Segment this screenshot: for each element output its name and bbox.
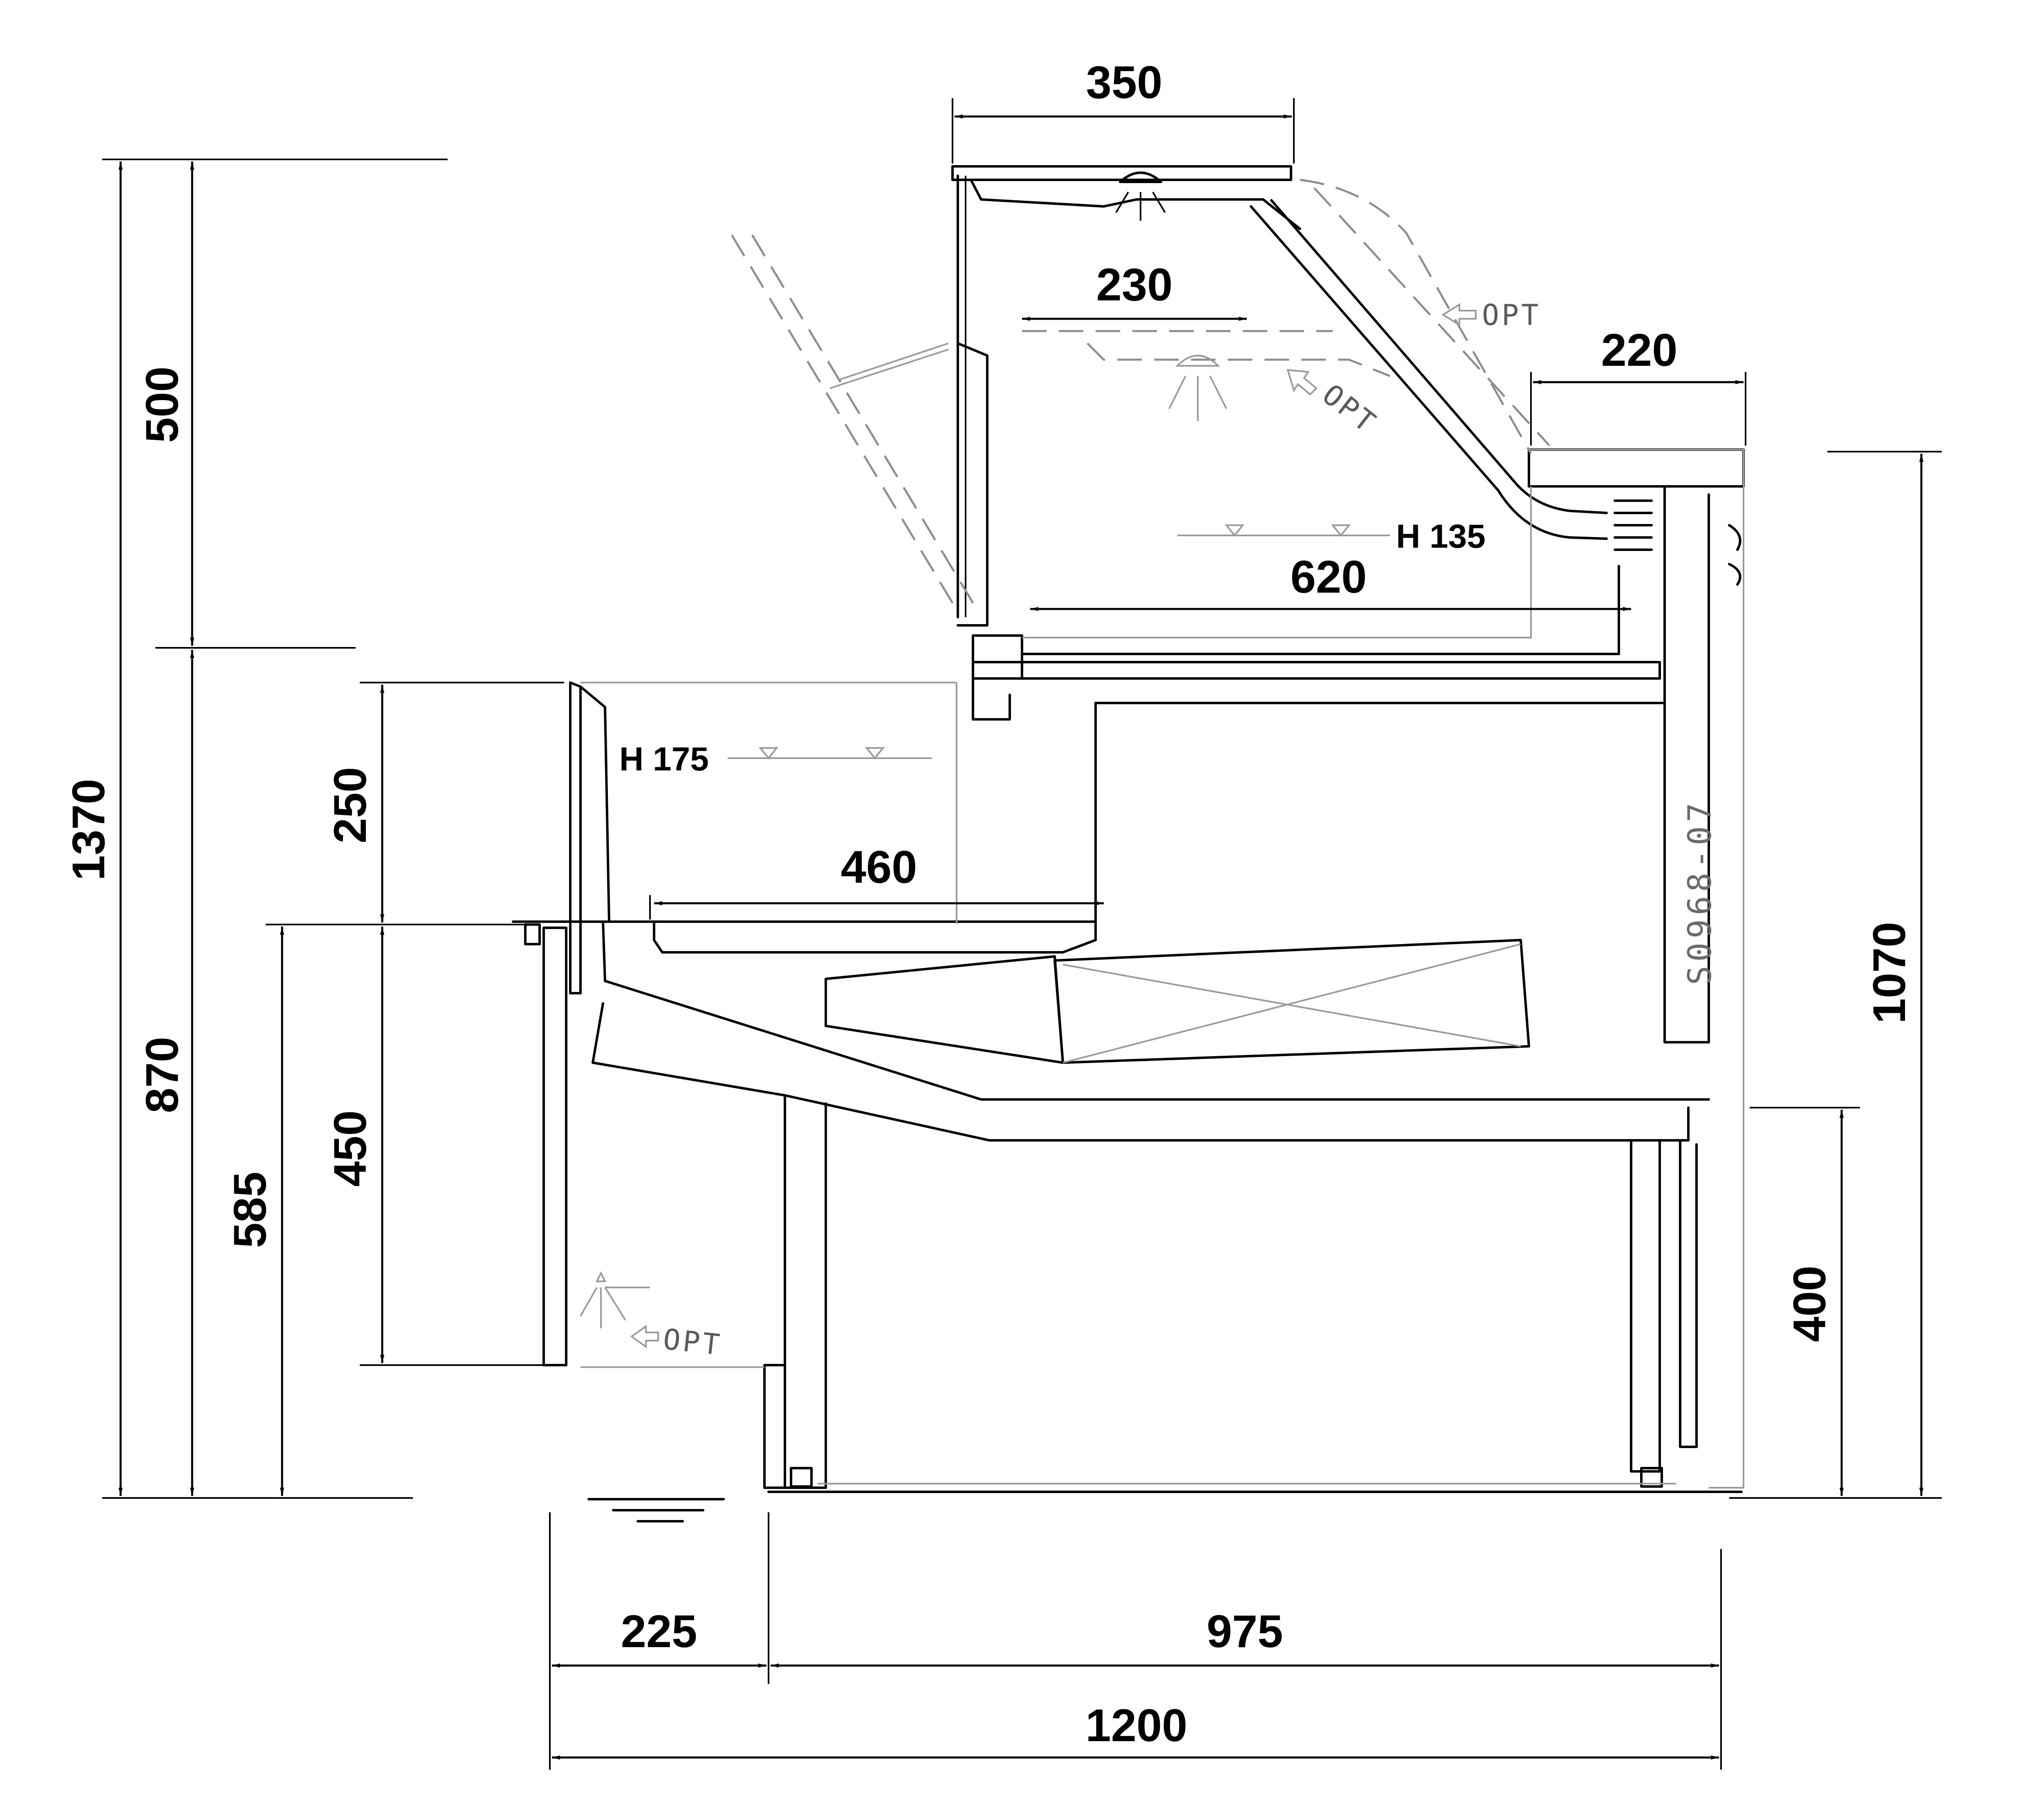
cabinet-outline <box>512 165 1745 1522</box>
option-labels: OPT OPT OPT <box>661 298 1541 1362</box>
dim-upper-deck-width: 620 <box>1291 551 1367 602</box>
shelf-light-option-label: OPT <box>1316 378 1383 441</box>
dim-total-height: 1370 <box>63 779 114 880</box>
dim-lower-deck-width: 460 <box>841 842 917 893</box>
dim-front-overhang: 225 <box>621 1606 697 1657</box>
shelf-lamp-icon <box>1168 355 1227 421</box>
level-markers <box>728 524 1390 760</box>
dim-front-pan-height: 250 <box>325 767 376 844</box>
dim-front-panel-height: 450 <box>325 1110 376 1187</box>
upper-load-line-label: H 135 <box>1396 518 1486 555</box>
drawing-code: S0968-07 <box>1682 799 1719 985</box>
dim-front-ledge-height: 585 <box>224 1172 276 1248</box>
dim-total-depth: 1200 <box>1085 1700 1187 1751</box>
dim-upper-height: 500 <box>137 367 188 443</box>
dim-rear-top-width: 220 <box>1601 325 1678 376</box>
floor-lamp-icon <box>580 1271 626 1328</box>
dim-canopy-shelf-width: 230 <box>1096 259 1173 310</box>
auxiliary-lines <box>580 179 1744 1489</box>
dim-top-width: 350 <box>1086 57 1163 108</box>
dim-rear-height: 1070 <box>1864 922 1915 1023</box>
dim-base-clearance: 400 <box>1784 1266 1835 1342</box>
dimension-lines <box>102 98 1942 1770</box>
dimension-labels: 350 230 220 620 460 225 975 1200 500 137… <box>63 57 1915 1751</box>
floor-light-option-label: OPT <box>661 1322 724 1362</box>
level-labels: H 135 H 175 <box>619 518 1486 778</box>
canopy-light-option-label: OPT <box>1482 298 1541 332</box>
canopy-lamp-icon <box>1115 171 1166 221</box>
dim-base-depth: 975 <box>1207 1606 1283 1657</box>
lower-load-line-label: H 175 <box>619 741 709 778</box>
option-arrows <box>630 303 1477 1348</box>
dim-counter-height: 870 <box>137 1037 188 1113</box>
